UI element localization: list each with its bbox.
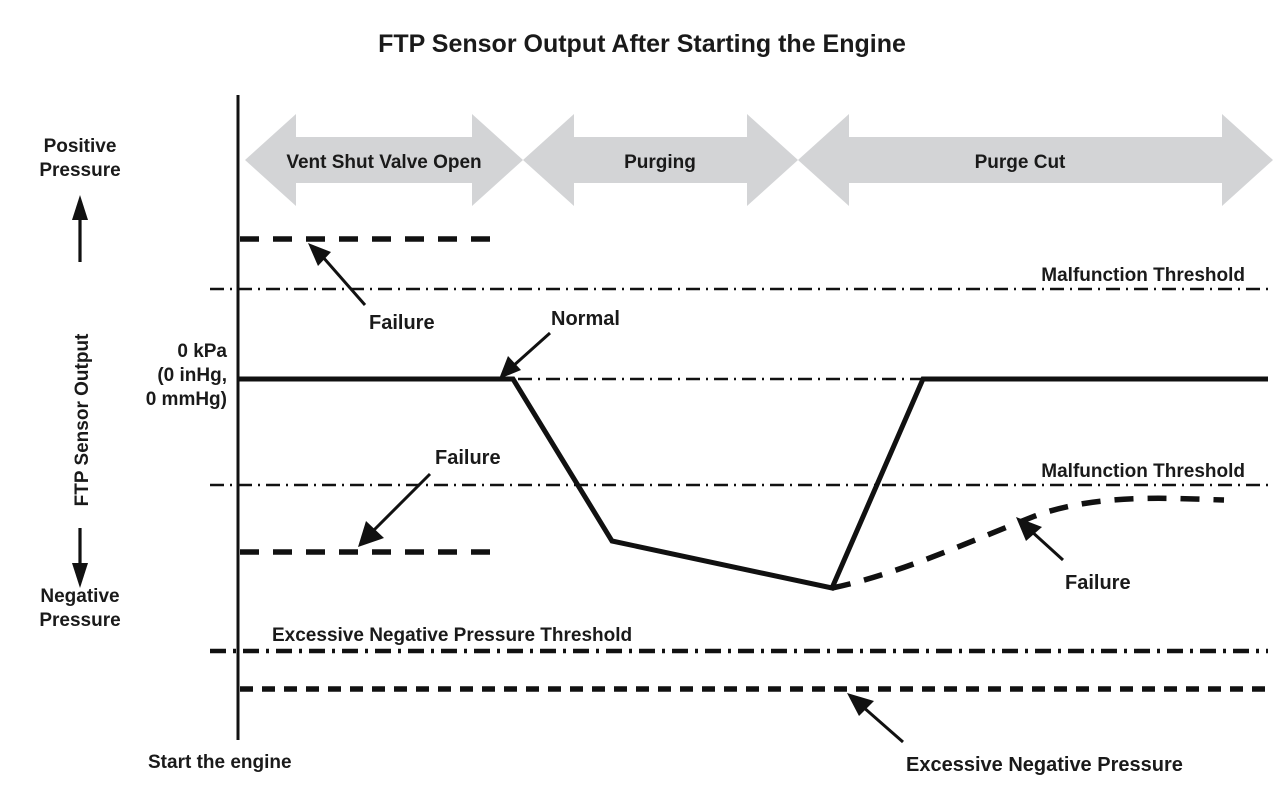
y-axis-title: FTP Sensor Output xyxy=(72,333,93,506)
annotation-normal: Normal xyxy=(499,308,620,379)
phase-band-purge-cut: Purge Cut xyxy=(798,114,1273,206)
phase-band-vent-shut-valve-open: Vent Shut Valve Open xyxy=(245,114,523,206)
annotation-label: Failure xyxy=(435,447,501,469)
zero-label-line1: 0 kPa xyxy=(177,341,227,362)
upper-malfunction-threshold: Malfunction Threshold xyxy=(210,265,1268,291)
annotation-label: Normal xyxy=(551,308,620,330)
zero-value-label: 0 kPa (0 inHg, 0 mmHg) xyxy=(146,341,228,410)
annotation-failure-lower: Failure xyxy=(358,447,501,547)
failure-recovery-curve xyxy=(831,495,1225,591)
annotation-label: Failure xyxy=(369,312,435,334)
annotation-excessive-negative-pressure: Excessive Negative Pressure xyxy=(847,693,1183,776)
annotation-failure-recovery: Failure xyxy=(1016,517,1131,594)
start-the-engine-label: Start the engine xyxy=(148,752,292,773)
negative-pressure-label-line2: Pressure xyxy=(39,610,120,631)
annotation-label: Failure xyxy=(1065,572,1131,594)
phase-band-label: Vent Shut Valve Open xyxy=(286,152,481,173)
phase-band-purging: Purging xyxy=(523,114,798,206)
zero-label-line2: (0 inHg, xyxy=(157,365,227,386)
zero-label-line3: 0 mmHg) xyxy=(146,389,227,410)
normal-curve xyxy=(238,376,1268,591)
up-arrow-icon xyxy=(72,195,88,262)
phase-band-label: Purging xyxy=(624,152,696,173)
threshold-label: Excessive Negative Pressure Threshold xyxy=(272,625,632,646)
annotation-label: Excessive Negative Pressure xyxy=(906,754,1183,776)
phase-band-group: Vent Shut Valve Open Purging Purge Cut xyxy=(245,114,1273,206)
excessive-negative-pressure-threshold: Excessive Negative Pressure Threshold xyxy=(210,625,1268,654)
axis-label-group: Positive Pressure FTP Sensor Output Nega… xyxy=(39,136,120,631)
chart-title: FTP Sensor Output After Starting the Eng… xyxy=(378,30,906,58)
double-arrow-shape xyxy=(523,114,798,206)
down-arrow-icon xyxy=(72,528,88,588)
double-arrow-shape xyxy=(798,114,1273,206)
positive-pressure-label-line2: Pressure xyxy=(39,160,120,181)
lower-malfunction-threshold: Malfunction Threshold xyxy=(210,461,1268,487)
annotation-failure-upper: Failure xyxy=(308,243,435,334)
threshold-label: Malfunction Threshold xyxy=(1041,265,1245,286)
positive-pressure-label-line1: Positive xyxy=(44,136,117,157)
phase-band-label: Purge Cut xyxy=(975,152,1066,173)
double-arrow-shape xyxy=(245,114,523,206)
threshold-label: Malfunction Threshold xyxy=(1041,461,1245,482)
negative-pressure-label-line1: Negative xyxy=(40,586,119,607)
